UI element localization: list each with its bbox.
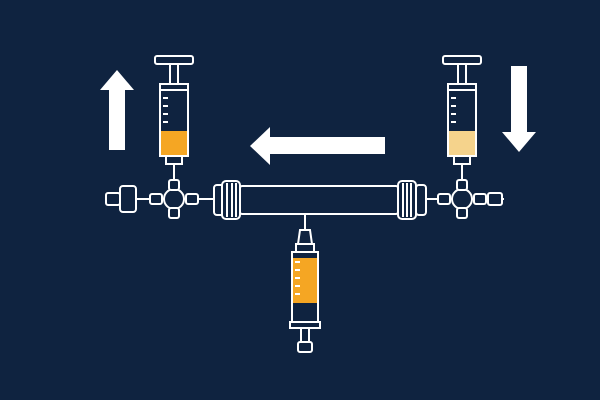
syringe-left-fill [161, 131, 187, 156]
stopcock-right-icon [420, 179, 504, 219]
stopcock-left-icon [105, 179, 216, 219]
syringe-right-fill [449, 131, 475, 156]
arrow-left-icon [250, 127, 385, 165]
syringe-bottom-icon [289, 229, 321, 353]
syringe-left-icon [154, 55, 194, 182]
arrow-up-icon [100, 70, 134, 150]
arrow-down-icon [502, 66, 536, 152]
syringe-bottom-fill [293, 258, 317, 303]
column-tube-icon [213, 180, 427, 220]
syringe-right-icon [442, 55, 482, 182]
